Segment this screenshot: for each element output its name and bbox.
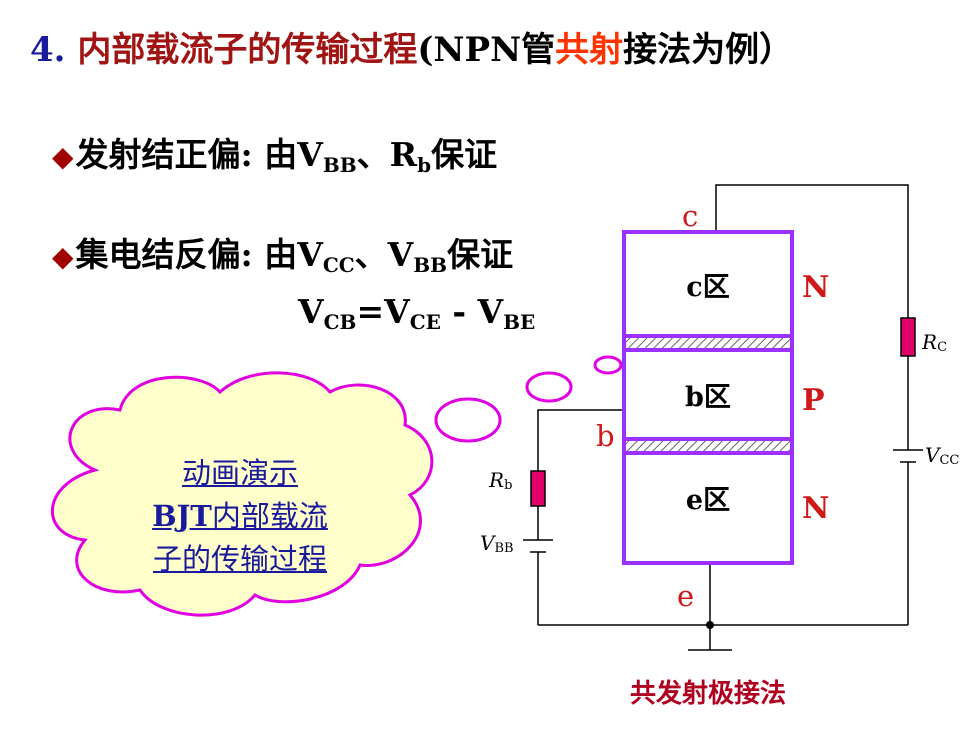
rc-label: RC xyxy=(921,330,947,355)
animation-link-line1[interactable]: 动画演示 xyxy=(181,456,298,490)
collector-type-label: N xyxy=(802,270,829,305)
title-number: 4. xyxy=(30,30,66,70)
title-paren-close: ） xyxy=(759,30,794,70)
cb-junction-hatch xyxy=(626,336,790,350)
rc-resistor-icon xyxy=(900,317,916,357)
diagram-caption: 共发射极接法 xyxy=(630,678,786,709)
thought-bubble-medium xyxy=(525,371,573,403)
collector-terminal-label: c xyxy=(682,199,698,233)
animation-link-line2[interactable]: BJT内部载流 xyxy=(152,499,328,533)
base-region-label: b区 xyxy=(685,382,731,413)
transistor-body xyxy=(622,230,794,565)
title-text: 内部载流子的传输过程 xyxy=(77,30,418,70)
thought-bubble-small xyxy=(593,355,623,375)
collector-region-label: c区 xyxy=(686,272,729,303)
thought-cloud[interactable] xyxy=(50,371,434,617)
emitter-type-label: N xyxy=(802,491,829,526)
vcc-label: VCC xyxy=(925,443,959,468)
circuit-wires xyxy=(537,184,909,651)
diamond-bullet-icon: ◆ xyxy=(52,140,74,173)
vbb-battery-icon xyxy=(523,539,553,553)
base-type-label: P xyxy=(802,383,825,418)
rb-label: Rb xyxy=(488,468,512,493)
rb-resistor-icon xyxy=(530,470,546,507)
slide-title: 4. 内部载流子的传输过程(NPN管共射接法为例） xyxy=(30,22,793,71)
bullet-emitter-forward: ◆发射结正偏: 由VBB、Rb保证 xyxy=(52,135,498,177)
animation-link-line3[interactable]: 子的传输过程 xyxy=(152,542,327,576)
be-junction-hatch xyxy=(626,439,790,453)
thought-bubble-large xyxy=(434,397,502,443)
vbb-label: VBB xyxy=(480,531,514,556)
emitter-region-label: e区 xyxy=(686,485,730,516)
ground-junction xyxy=(706,621,714,629)
title-paren-open: (NPN管 xyxy=(417,30,556,70)
title-highlight: 共射 xyxy=(555,30,624,70)
bullet-collector-reverse: ◆集电结反偏: 由VCC、VBB保证 xyxy=(52,235,514,277)
vcc-battery-icon xyxy=(893,449,923,463)
emitter-terminal-label: e xyxy=(677,579,694,613)
diamond-bullet-icon: ◆ xyxy=(52,240,74,273)
base-terminal-label: b xyxy=(596,419,615,453)
vcb-formula: VCB=VCE - VBE xyxy=(298,292,536,334)
title-text-end: 接法为例 xyxy=(623,30,760,70)
